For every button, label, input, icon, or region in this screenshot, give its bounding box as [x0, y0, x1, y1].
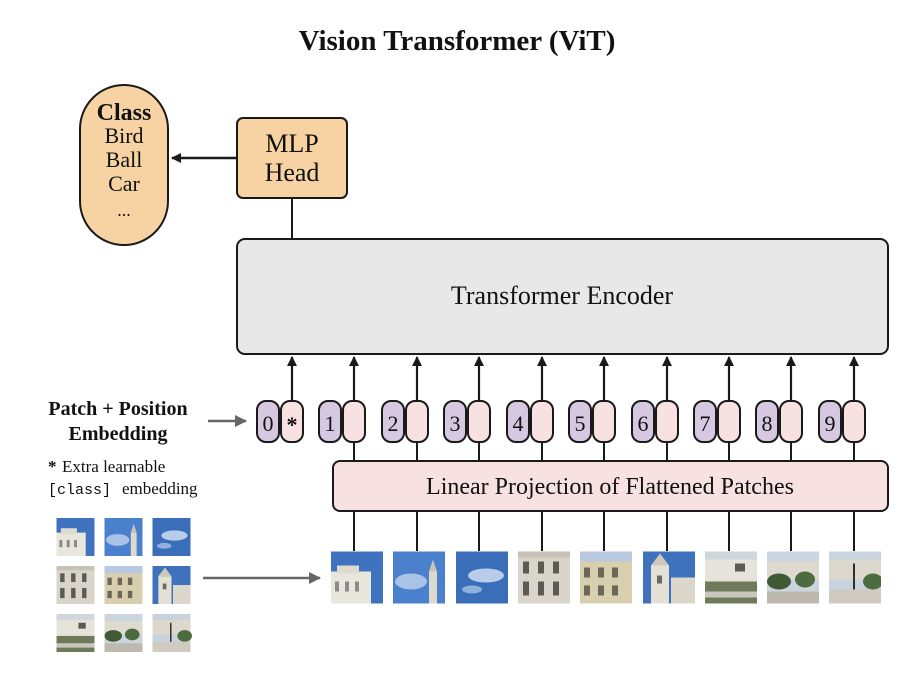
embedding-token-7: 7	[693, 400, 741, 443]
class-heading: Class	[97, 100, 152, 126]
patch-sequence	[331, 551, 881, 604]
image-patch-icon	[56, 614, 95, 652]
image-patch-icon	[104, 518, 143, 556]
position-index-0: 0	[263, 411, 274, 436]
class-token-marker: *	[287, 412, 298, 437]
class-item-bird: Bird	[104, 123, 143, 148]
mlp-head-line1: MLP	[265, 129, 318, 158]
image-patch-icon	[152, 614, 192, 652]
position-index-5: 5	[575, 411, 586, 436]
class-output-box: Class Bird Ball Car ...	[79, 84, 169, 246]
transformer-encoder-box: Transformer Encoder	[236, 238, 889, 355]
class-item-car: Car	[108, 171, 140, 196]
position-index-7: 7	[700, 411, 711, 436]
transformer-encoder-label: Transformer Encoder	[451, 281, 673, 310]
image-patch-grid	[56, 518, 192, 652]
image-patch-icon	[393, 551, 445, 604]
image-patch-icon	[56, 518, 95, 556]
image-patch-icon	[829, 551, 881, 604]
token-arrows	[287, 356, 859, 400]
footnote: * Extra learnable [class] embedding	[48, 457, 198, 499]
position-index-9: 9	[825, 411, 836, 436]
patch-input-lines	[353, 443, 855, 551]
footnote-line2: embedding	[122, 479, 198, 498]
diagram-title: Vision Transformer (ViT)	[299, 25, 616, 57]
embedding-token-2: 2	[381, 400, 429, 443]
linear-projection-label: Linear Projection of Flattened Patches	[426, 474, 794, 500]
embedding-token-5: 5	[568, 400, 616, 443]
image-patch-icon	[456, 551, 508, 604]
position-index-2: 2	[388, 411, 399, 436]
position-index-3: 3	[450, 411, 461, 436]
image-patch-icon	[152, 518, 191, 556]
image-patch-icon	[518, 551, 570, 604]
mlp-head-box: MLP Head	[236, 117, 348, 199]
image-patch-icon	[580, 551, 632, 604]
image-patch-icon	[643, 551, 695, 604]
image-patch-icon	[56, 566, 95, 604]
image-patch-icon	[767, 551, 819, 604]
image-patch-icon	[104, 566, 143, 604]
embedding-token-4: 4	[506, 400, 554, 443]
embedding-token-0: 0*	[256, 400, 304, 443]
embedding-token-8: 8	[755, 400, 803, 443]
footnote-class-token: [class]	[48, 482, 111, 499]
class-item-ball: Ball	[106, 147, 143, 172]
mlp-head-line2: Head	[265, 158, 320, 187]
position-index-4: 4	[513, 411, 524, 436]
embedding-token-1: 1	[318, 400, 366, 443]
linear-projection-box: Linear Projection of Flattened Patches	[332, 460, 889, 512]
image-patch-icon	[705, 551, 757, 604]
class-item-ellipsis: ...	[117, 200, 131, 220]
patch-embedding-label-line2: Embedding	[69, 423, 168, 445]
position-index-6: 6	[638, 411, 649, 436]
footnote-star: *	[48, 457, 57, 476]
image-patch-icon	[104, 614, 143, 652]
position-index-1: 1	[325, 411, 336, 436]
image-patch-icon	[152, 566, 191, 604]
embedding-token-3: 3	[443, 400, 491, 443]
embedding-token-9: 9	[818, 400, 866, 443]
embedding-token-6: 6	[631, 400, 679, 443]
position-index-8: 8	[762, 411, 773, 436]
patch-embedding-label-line1: Patch + Position	[48, 398, 187, 420]
footnote-line1: Extra learnable	[62, 457, 165, 476]
image-patch-icon	[331, 551, 383, 604]
